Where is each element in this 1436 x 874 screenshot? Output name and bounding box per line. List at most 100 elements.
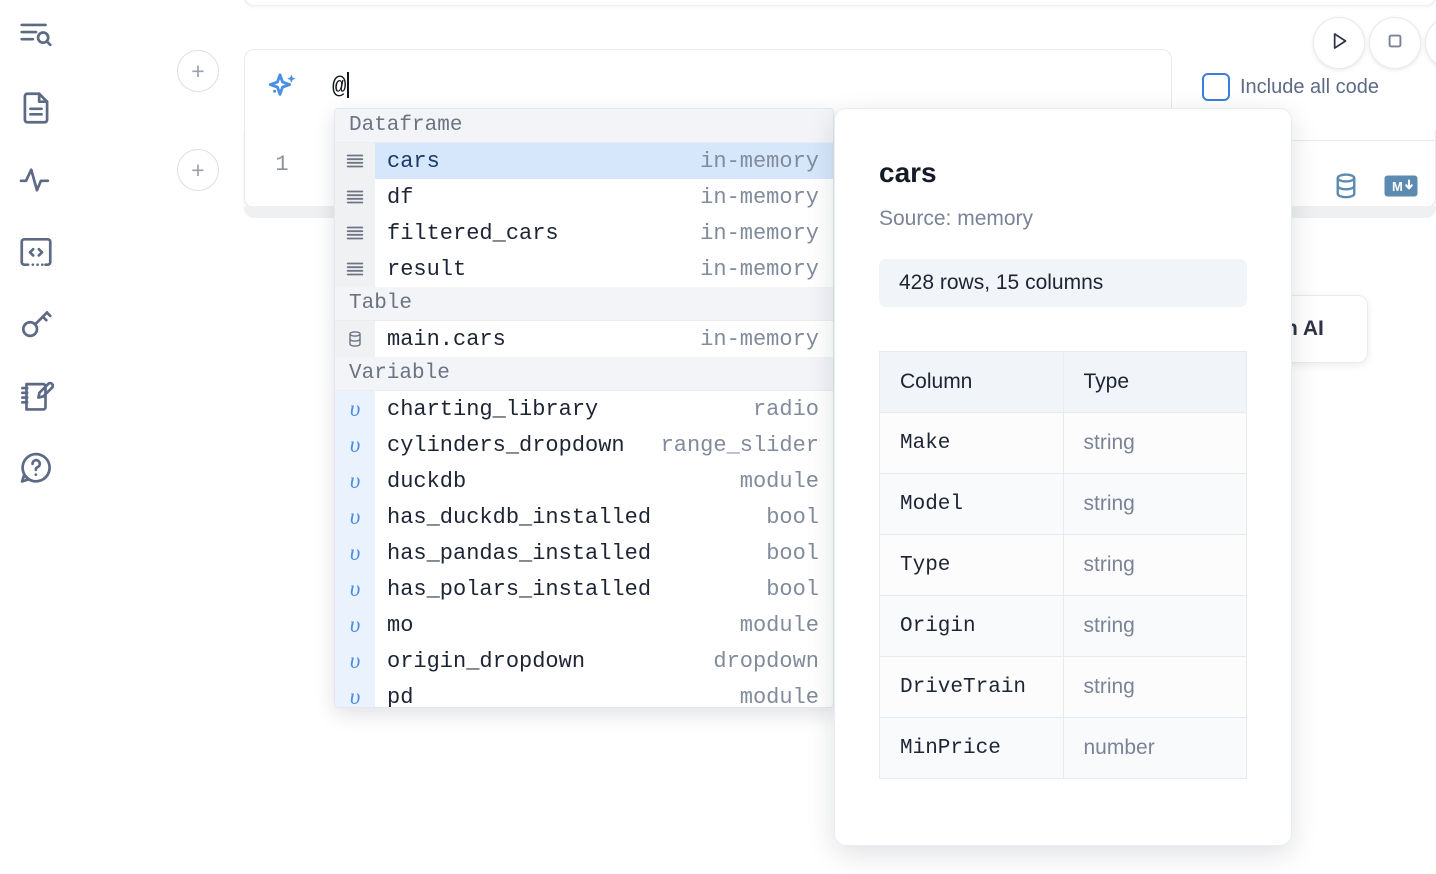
dataframe-preview-panel: cars Source: memory 428 rows, 15 columns… [834, 108, 1292, 846]
dataframe-rows-icon [335, 215, 375, 251]
autocomplete-item-name: filtered_cars [387, 220, 559, 246]
add-cell-below-button[interactable]: + [177, 149, 219, 191]
autocomplete-item-kind: module [739, 684, 819, 708]
markdown-icon[interactable]: M [1384, 173, 1418, 204]
autocomplete-item-kind: in-memory [700, 256, 819, 282]
sidebar-item-outline[interactable] [14, 14, 58, 58]
schema-column-name: Make [879, 412, 1064, 474]
variable-v-icon: υ [335, 391, 375, 427]
autocomplete-item-name: pd [387, 684, 414, 708]
help-chat-icon [17, 449, 55, 487]
autocomplete-group-header: Variable [335, 357, 833, 391]
variable-v-icon: υ [335, 679, 375, 707]
autocomplete-item-kind: bool [766, 540, 819, 566]
more-actions-button[interactable] [1425, 17, 1436, 69]
add-cell-above-button[interactable]: + [177, 50, 219, 92]
autocomplete-item-kind: in-memory [700, 220, 819, 246]
autocomplete-item-name: has_pandas_installed [387, 540, 652, 566]
schema-column-header: Column [879, 351, 1064, 413]
autocomplete-group-header: Dataframe [335, 109, 833, 143]
variable-v-icon: υ [335, 571, 375, 607]
stop-cell-button[interactable] [1369, 17, 1421, 69]
variable-v-icon: υ [335, 427, 375, 463]
run-cell-button[interactable] [1313, 17, 1365, 69]
svg-text:M: M [1392, 179, 1403, 194]
autocomplete-item[interactable]: υ has_pandas_installed bool [335, 535, 833, 571]
autocomplete-group-header: Table [335, 287, 833, 321]
schema-column-type: number [1063, 717, 1247, 779]
text-caret [347, 72, 350, 98]
preview-title: cars [879, 157, 937, 188]
autocomplete-item[interactable]: main.cars in-memory [335, 321, 833, 357]
key-icon [17, 305, 55, 343]
dataframe-rows-icon [335, 251, 375, 287]
autocomplete-item-name: duckdb [387, 468, 467, 494]
sidebar-rail [0, 0, 72, 874]
include-all-code-row[interactable]: Include all code [1202, 73, 1379, 101]
database-icon [335, 321, 375, 357]
sidebar-item-snippets[interactable] [14, 230, 58, 274]
autocomplete-item-kind: bool [766, 504, 819, 530]
ai-card-label: h AI [1285, 317, 1324, 340]
sidebar-item-help[interactable] [14, 446, 58, 490]
cell-action-icons: M [1330, 170, 1418, 207]
autocomplete-item-kind: in-memory [700, 326, 819, 352]
autocomplete-item-name: main.cars [387, 326, 506, 352]
code-brackets-icon [17, 233, 55, 271]
ai-prompt-input[interactable]: @ [332, 72, 350, 101]
schema-column-type: string [1063, 595, 1247, 657]
autocomplete-item-name: charting_library [387, 396, 599, 422]
stop-square-icon [1382, 28, 1408, 59]
include-all-code-checkbox[interactable] [1202, 73, 1230, 101]
sidebar-item-secrets[interactable] [14, 302, 58, 346]
variable-v-icon: υ [335, 499, 375, 535]
autocomplete-item-kind: module [739, 612, 819, 638]
sidebar-item-activity[interactable] [14, 158, 58, 202]
variable-v-icon: υ [335, 535, 375, 571]
schema-column-name: MinPrice [879, 717, 1064, 779]
notepad-pencil-icon [17, 377, 55, 415]
variable-v-icon: υ [335, 463, 375, 499]
autocomplete-item-name: cars [387, 148, 440, 174]
schema-column-name: Model [879, 473, 1064, 535]
autocomplete-item[interactable]: filtered_cars in-memory [335, 215, 833, 251]
outline-search-icon [17, 17, 55, 55]
include-all-code-label: Include all code [1240, 75, 1379, 98]
schema-column-type: string [1063, 473, 1247, 535]
autocomplete-item[interactable]: result in-memory [335, 251, 833, 287]
schema-column-type: string [1063, 534, 1247, 596]
sidebar-item-file[interactable] [14, 86, 58, 130]
schema-column-name: Type [879, 534, 1064, 596]
database-icon[interactable] [1330, 170, 1362, 207]
autocomplete-item-name: cylinders_dropdown [387, 432, 625, 458]
variable-v-icon: υ [335, 643, 375, 679]
previous-cell-partial [244, 0, 1436, 6]
autocomplete-item-name: result [387, 256, 467, 282]
schema-column-type: string [1063, 656, 1247, 718]
sidebar-item-scratchpad[interactable] [14, 374, 58, 418]
dataframe-rows-icon [335, 179, 375, 215]
sparkles-icon [262, 66, 304, 110]
variable-v-icon: υ [335, 607, 375, 643]
schema-column-header: Type [1063, 351, 1247, 413]
autocomplete-item-name: mo [387, 612, 414, 638]
schema-column-type: string [1063, 412, 1247, 474]
autocomplete-item-kind: bool [766, 576, 819, 602]
autocomplete-item-kind: dropdown [713, 648, 819, 674]
